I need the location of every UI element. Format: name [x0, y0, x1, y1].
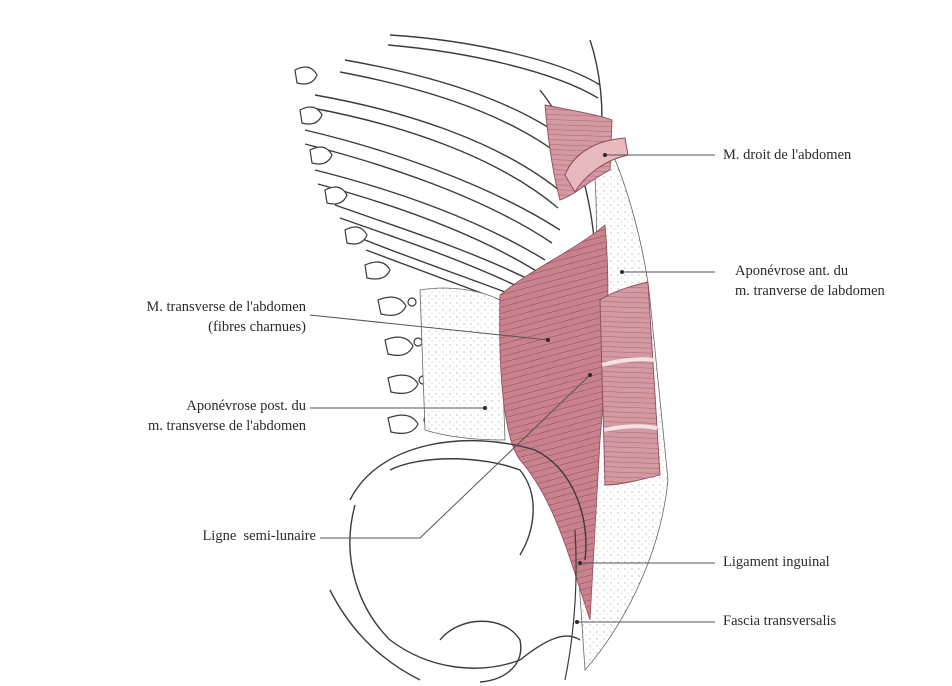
- dot-droit: [603, 153, 607, 157]
- vertebra-7: [378, 297, 406, 315]
- iliac-inner: [390, 459, 533, 555]
- label-transverse-line2: (fibres charnues): [208, 318, 306, 337]
- vertebra-1: [295, 67, 317, 84]
- label-transverse-line1: M. transverse de l'abdomen: [146, 298, 306, 317]
- transverse-muscle: [500, 225, 608, 620]
- label-apo-ant-line2: m. tranverse de labdomen: [735, 282, 885, 301]
- vertebra-4: [325, 187, 347, 204]
- label-apo-post-line2: m. transverse de l'abdomen: [148, 417, 306, 436]
- dot-transverse: [546, 338, 550, 342]
- dot-apo-post: [483, 406, 487, 410]
- dot-ligne: [588, 373, 592, 377]
- posterior-aponeurosis: [420, 288, 505, 440]
- label-droit: M. droit de l'abdomen: [723, 146, 851, 165]
- acetabulum: [440, 621, 521, 682]
- label-ligne: Ligne semi-lunaire: [202, 527, 316, 546]
- vertebra-6: [365, 262, 390, 279]
- sacral-edge: [330, 590, 420, 680]
- rib-6: [335, 205, 530, 280]
- rib-4: [305, 130, 560, 230]
- rib-1: [390, 35, 600, 85]
- dot-apo-ant: [620, 270, 624, 274]
- vertebra-5: [345, 227, 367, 244]
- label-apo-ant-line1: Aponévrose ant. du: [735, 262, 848, 281]
- label-fascia: Fascia transversalis: [723, 612, 836, 631]
- vertebra-8: [385, 337, 413, 355]
- rib-6b: [340, 218, 525, 290]
- label-apo-post-line1: Aponévrose post. du: [186, 397, 306, 416]
- vertebra-10: [388, 415, 418, 433]
- dot-ligament: [578, 561, 582, 565]
- label-ligament: Ligament inguinal: [723, 553, 830, 572]
- foramen-2: [414, 338, 422, 346]
- foramen-1: [408, 298, 416, 306]
- iliac-wing: [350, 505, 520, 668]
- dot-fascia: [575, 620, 579, 624]
- vertebra-9: [388, 375, 418, 393]
- vertebral-column: [295, 67, 432, 433]
